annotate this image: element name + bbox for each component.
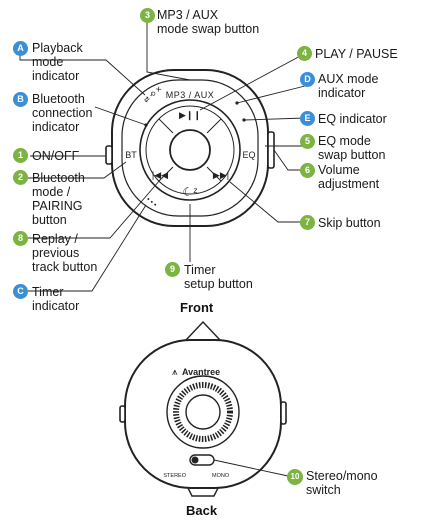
badge-C: C <box>13 284 28 299</box>
badge-1: 1 <box>13 148 28 163</box>
volume-side-button <box>267 131 275 169</box>
mp3-aux-device-label: MP3 / AUX <box>166 90 215 100</box>
leader-10 <box>213 459 289 477</box>
label-mp3-aux-swap: MP3 / AUX mode swap button <box>157 8 260 36</box>
switch-label-stereo: STEREO <box>163 473 186 479</box>
back-side-button-left <box>119 405 126 423</box>
back-device-body <box>124 339 282 489</box>
leader-8 <box>28 179 161 239</box>
front-leader-lines <box>19 16 306 292</box>
label-replay-previous: Replay / previous track button <box>32 232 98 274</box>
segment-divider <box>206 166 222 182</box>
play-pause-icon: ▶❙❙ <box>179 110 201 121</box>
speaker-grille-mid <box>173 382 233 442</box>
label-eq-mode-swap: EQ mode swap button <box>318 134 386 162</box>
on-off-side-button <box>105 145 113 165</box>
leader-4 <box>199 53 305 111</box>
back-side-button-right <box>280 401 287 425</box>
segment-divider <box>158 166 174 182</box>
leader-B <box>94 106 147 126</box>
previous-track-icon: |◀◀ <box>152 170 168 180</box>
back-top-notch <box>185 320 221 341</box>
badge-9: 9 <box>165 262 180 277</box>
label-timer-setup: Timer setup button <box>184 263 253 291</box>
badge-3: 3 <box>140 8 155 23</box>
playback-mode-icons: ⇄ ⟲ ✕ <box>143 85 164 104</box>
front-device-icons: MP3 / AUX BT EQ ▶❙❙ |◀◀ ▶▶| ☾ᶻ ⇄ ⟲ ✕ • •… <box>125 85 255 209</box>
label-skip-button: Skip button <box>318 216 381 230</box>
label-playback-mode-indicator: Playback mode indicator <box>32 41 83 83</box>
skip-track-icon: ▶▶| <box>213 170 229 180</box>
leader-3 <box>146 16 191 81</box>
badge-D: D <box>300 72 315 87</box>
leader-7 <box>229 181 304 223</box>
speaker-grille-center <box>185 394 221 430</box>
badge-2: 2 <box>13 170 28 185</box>
label-bluetooth-pairing: Bluetooth mode / PAIRING button <box>32 171 85 227</box>
label-on-off: ON/OFF <box>32 149 80 163</box>
brand-name: Avantree <box>182 367 220 377</box>
section-title-front: Front <box>180 300 214 315</box>
back-leader-lines <box>213 459 289 477</box>
badge-A: A <box>13 41 28 56</box>
stereo-mono-switch-knob <box>191 456 199 464</box>
badge-7: 7 <box>300 215 315 230</box>
speaker-grille-outer <box>166 375 240 449</box>
back-bottom-notch <box>187 487 219 497</box>
front-center-button <box>169 129 211 171</box>
timer-moon-icon: ☾ᶻ <box>182 185 197 199</box>
badge-5: 5 <box>300 134 315 149</box>
label-timer-indicator: Timer indicator <box>32 285 80 313</box>
label-bluetooth-connection-indicator: Bluetooth connection indicator <box>32 92 93 134</box>
label-volume-adjustment: Volume adjustment <box>318 163 380 191</box>
segment-divider <box>158 118 174 134</box>
back-device-text: ⩚ Avantree STEREO MONO <box>163 367 229 479</box>
badge-8: 8 <box>13 231 28 246</box>
label-eq-indicator: EQ indicator <box>318 112 387 126</box>
front-button-ring-inner <box>145 105 235 195</box>
section-title-back: Back <box>186 503 218 518</box>
leader-6 <box>273 149 305 171</box>
brand-logo-icon: ⩚ <box>172 367 178 378</box>
switch-label-mono: MONO <box>212 473 230 479</box>
segment-divider <box>206 118 222 134</box>
back-device <box>119 320 287 497</box>
badge-E: E <box>300 111 315 126</box>
badge-4: 4 <box>297 46 312 61</box>
leader-E <box>243 117 306 121</box>
badge-B: B <box>13 92 28 107</box>
front-button-ring-outer <box>139 99 241 201</box>
leader-2 <box>28 161 127 179</box>
label-play-pause: PLAY / PAUSE <box>315 47 398 61</box>
leader-D <box>236 85 306 104</box>
label-stereo-mono-switch: Stereo/mono switch <box>306 469 378 497</box>
badge-10: 10 <box>287 469 303 485</box>
eq-device-label: EQ <box>242 150 255 160</box>
leader-C <box>28 204 147 292</box>
bt-device-label: BT <box>125 150 137 160</box>
label-aux-mode-indicator: AUX mode indicator <box>318 72 379 100</box>
badge-6: 6 <box>300 163 315 178</box>
